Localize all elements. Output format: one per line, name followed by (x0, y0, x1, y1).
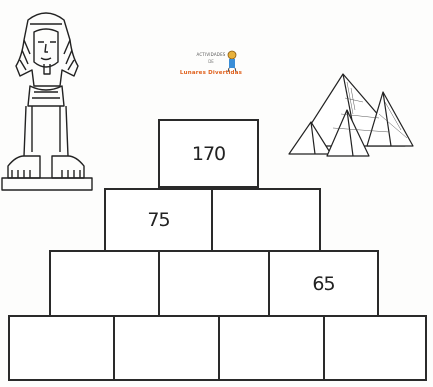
sphinx-illustration (0, 6, 96, 196)
brick-row4-2[interactable] (113, 315, 220, 381)
pyramids-illustration (283, 70, 417, 160)
logo-mid-text: DE (176, 59, 246, 64)
logo-brand-text: Lunares Divertidas (174, 70, 248, 76)
brick-row4-1[interactable] (8, 315, 115, 381)
brick-row2-2[interactable] (211, 188, 321, 252)
brick-row3-1[interactable] (49, 250, 160, 317)
brick-row4-3[interactable] (218, 315, 325, 381)
logo-top-text: ACTIVIDADES (176, 52, 246, 57)
brick-row4-4[interactable] (323, 315, 427, 381)
brick-row2-1[interactable]: 75 (104, 188, 213, 252)
brick-row3-2[interactable] (158, 250, 270, 317)
brand-logo: ACTIVIDADES DE Lunares Divertidas (174, 44, 248, 86)
brick-row1-1[interactable]: 170 (158, 119, 259, 188)
brick-row3-3[interactable]: 65 (268, 250, 379, 317)
